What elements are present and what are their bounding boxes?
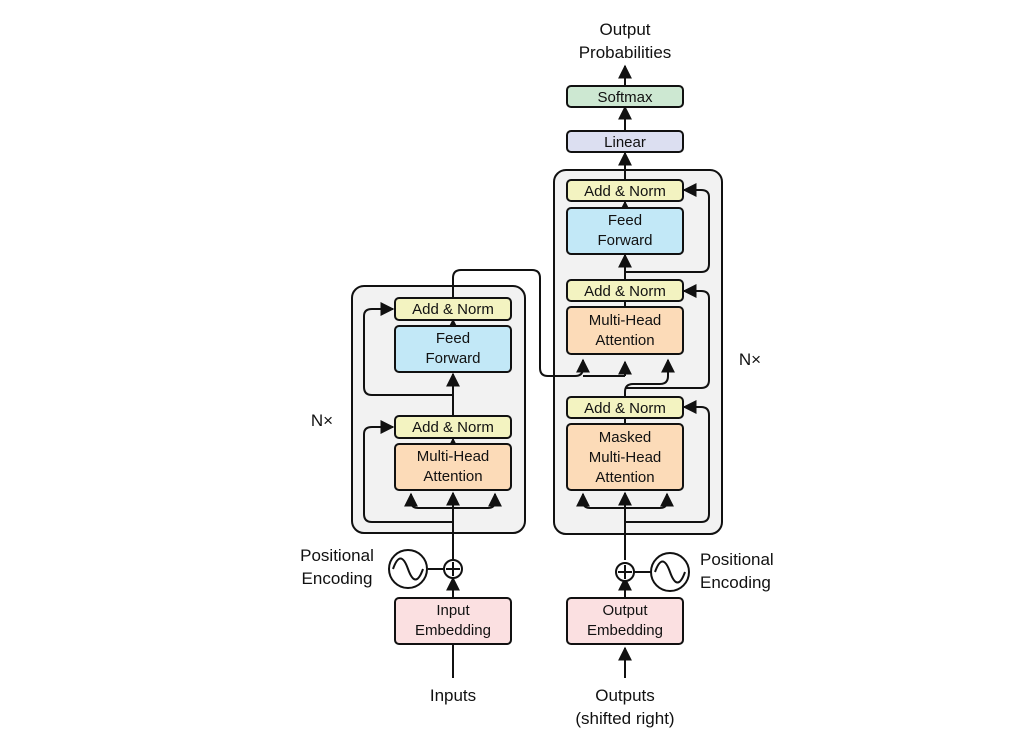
output-probabilities-label-1: Output: [599, 20, 650, 39]
decoder-feed-forward-label-2: Forward: [597, 232, 652, 249]
decoder-masked-multi-head-attention: Masked Multi-Head Attention: [566, 423, 684, 491]
encoder-add-node: [443, 559, 463, 579]
decoder-positional-encoding-icon: [650, 552, 690, 592]
decoder-add-norm-bottom-label: Add & Norm: [584, 400, 666, 417]
encoder-feed-forward: Feed Forward: [394, 325, 512, 373]
linear-block: Linear: [566, 130, 684, 153]
decoder-attention-label-2: Attention: [595, 332, 654, 349]
decoder-positional-encoding-label-1: Positional: [700, 550, 774, 569]
output-embedding-label-2: Embedding: [587, 622, 663, 639]
decoder-feed-forward-label-1: Feed: [608, 212, 642, 229]
encoder-input-embedding: Input Embedding: [394, 597, 512, 645]
encoder-feed-forward-label-2: Forward: [425, 350, 480, 367]
decoder-positional-encoding-label-2: Encoding: [700, 573, 771, 592]
masked-attention-label-1: Masked: [599, 429, 652, 446]
outputs-label-1: Outputs: [595, 686, 655, 705]
output-probabilities-label-2: Probabilities: [579, 43, 672, 62]
decoder-add-norm-mid: Add & Norm: [566, 279, 684, 302]
encoder-add-norm-bottom: Add & Norm: [394, 415, 512, 439]
input-embedding-label-1: Input: [436, 602, 470, 619]
encoder-attention-label-1: Multi-Head: [417, 448, 490, 465]
encoder-multi-head-attention: Multi-Head Attention: [394, 443, 512, 491]
inputs-label: Inputs: [430, 686, 476, 705]
decoder-add-norm-mid-label: Add & Norm: [584, 283, 666, 300]
encoder-attention-label-2: Attention: [423, 468, 482, 485]
encoder-add-norm-bottom-label: Add & Norm: [412, 419, 494, 436]
encoder-positional-encoding-label-2: Encoding: [302, 569, 373, 588]
encoder-stack: [351, 285, 526, 534]
decoder-nx-label: N×: [739, 350, 761, 369]
encoder-nx-label: N×: [311, 411, 333, 430]
decoder-add-norm-bottom: Add & Norm: [566, 396, 684, 419]
encoder-positional-encoding-label-1: Positional: [300, 546, 374, 565]
encoder-feed-forward-label-1: Feed: [436, 330, 470, 347]
outputs-label-2: (shifted right): [575, 709, 674, 728]
linear-label: Linear: [604, 134, 646, 151]
decoder-add-node: [615, 562, 635, 582]
softmax-block: Softmax: [566, 85, 684, 108]
connections: [363, 64, 710, 678]
encoder-positional-encoding-icon: [388, 549, 428, 589]
decoder-attention-label-1: Multi-Head: [589, 312, 662, 329]
output-embedding-label-1: Output: [602, 602, 648, 619]
input-embedding-label-2: Embedding: [415, 622, 491, 639]
decoder-output-embedding: Output Embedding: [566, 597, 684, 645]
decoder-add-norm-top-label: Add & Norm: [584, 183, 666, 200]
encoder-add-norm-top-label: Add & Norm: [412, 301, 494, 318]
decoder-multi-head-attention: Multi-Head Attention: [566, 306, 684, 355]
softmax-label: Softmax: [597, 89, 653, 106]
decoder-add-norm-top: Add & Norm: [566, 179, 684, 202]
encoder-add-norm-top: Add & Norm: [394, 297, 512, 321]
masked-attention-label-2: Multi-Head: [589, 449, 662, 466]
decoder-feed-forward: Feed Forward: [566, 207, 684, 255]
masked-attention-label-3: Attention: [595, 469, 654, 486]
